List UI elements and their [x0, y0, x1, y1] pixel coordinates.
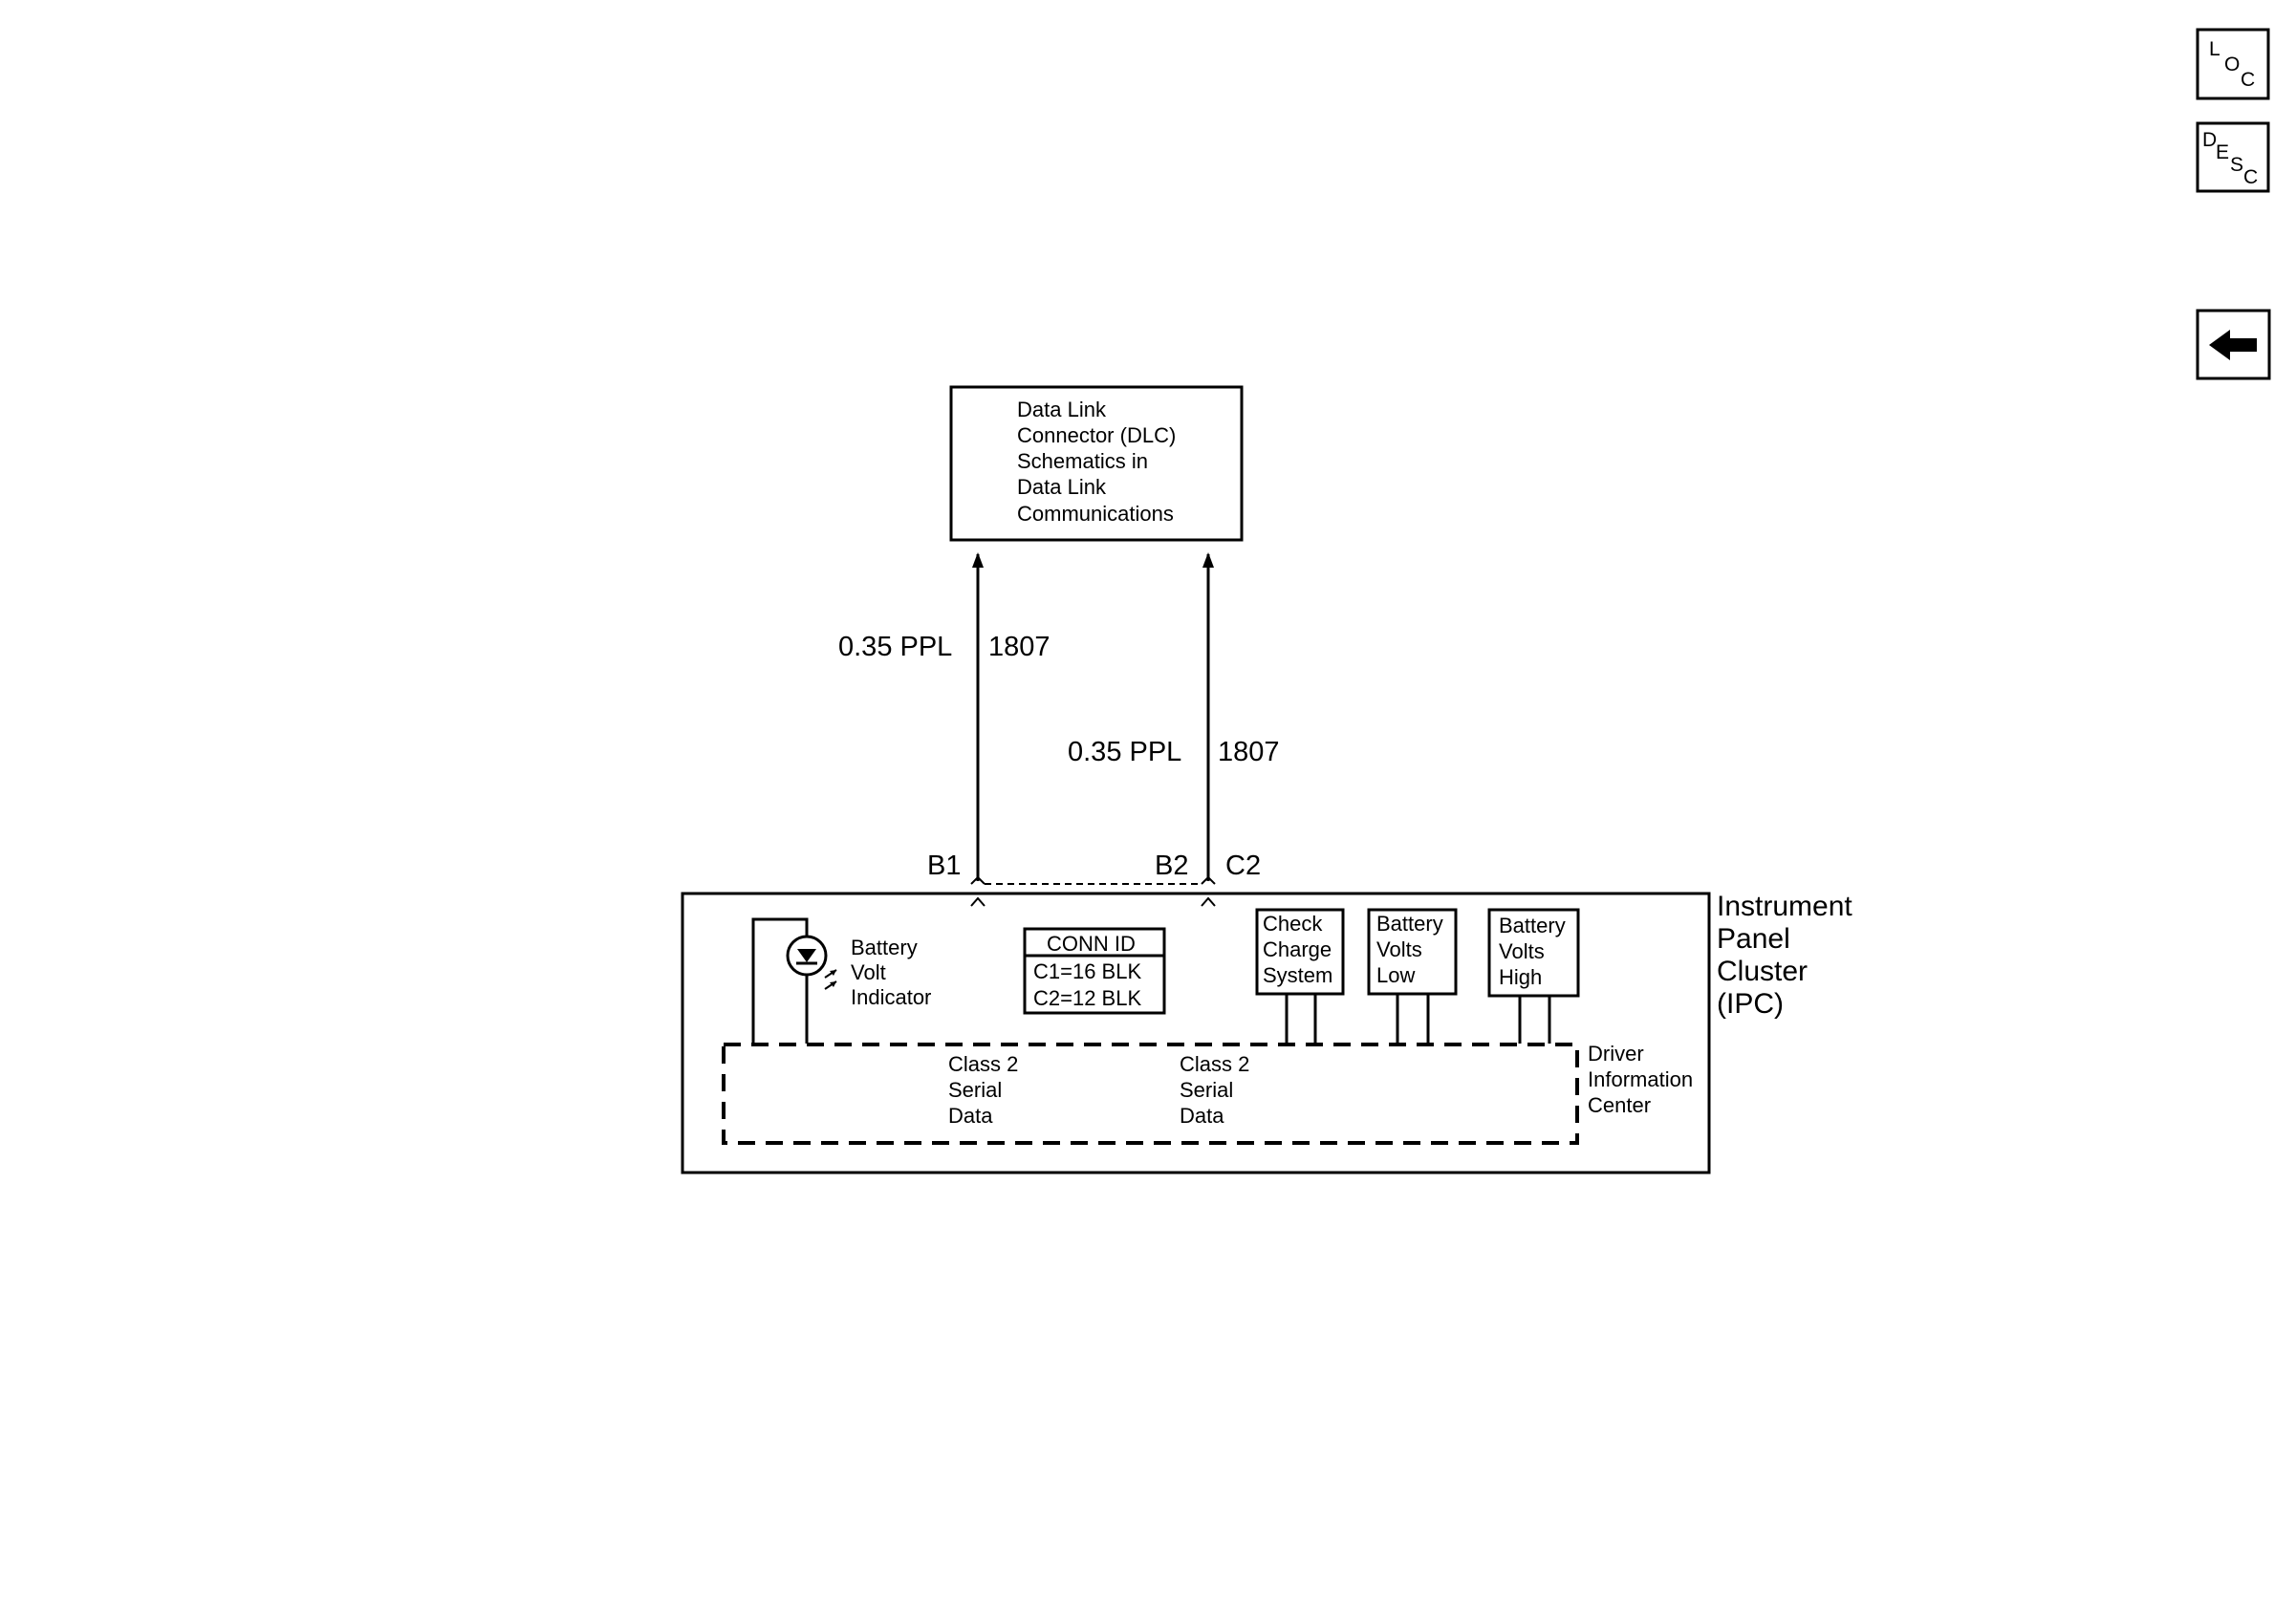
loc-letter-c: C	[2241, 69, 2255, 91]
dic-label-line-2: Information	[1588, 1067, 1693, 1091]
pin-b1-label: B1	[927, 851, 961, 881]
wire-left-gauge-color: 0.35 PPL	[838, 632, 952, 662]
battery-volt-indicator: Battery Volt Indicator	[751, 917, 931, 1044]
battery-indicator-line-1: Battery	[851, 936, 918, 959]
loc-button[interactable]: L O C	[2196, 28, 2270, 100]
ipc-label-line-2: Panel	[1717, 923, 1790, 955]
serial-left-line-3: Data	[948, 1104, 993, 1128]
check-charge-line-1: Check	[1263, 912, 1323, 936]
serial-left-line-1: Class 2	[948, 1052, 1018, 1076]
desc-letter-e: E	[2216, 141, 2229, 163]
serial-data-left: Class 2 Serial Data	[948, 1052, 1018, 1128]
serial-right-line-2: Serial	[1180, 1078, 1233, 1102]
battery-volts-low-box: Battery Volts Low	[1367, 908, 1458, 1044]
conn-id-row-2: C2=12 BLK	[1033, 986, 1141, 1010]
conn-id-box: CONN ID C1=16 BLK C2=12 BLK	[1023, 927, 1166, 1015]
check-charge-system-box: Check Charge System	[1255, 908, 1345, 1044]
dlc-line-5: Communications	[1017, 502, 1174, 526]
battery-volts-high-box: Battery Volts High	[1487, 908, 1580, 1044]
wire-right: 0.35 PPL 1807	[1068, 552, 1280, 881]
loc-letter-l: L	[2209, 38, 2220, 60]
ipc-box	[681, 892, 1711, 1174]
desc-letter-s: S	[2230, 154, 2243, 176]
check-charge-line-3: System	[1263, 963, 1332, 987]
left-arrow-icon	[2209, 330, 2257, 360]
pin-b2-label: B2	[1155, 851, 1188, 881]
conn-id-title: CONN ID	[1047, 932, 1136, 956]
battery-low-line-2: Volts	[1376, 937, 1422, 961]
connector-junction	[970, 875, 1216, 907]
ipc-label-line-1: Instrument	[1717, 891, 1852, 922]
desc-button[interactable]: D E S C	[2196, 121, 2270, 193]
ipc-label-line-3: Cluster	[1717, 956, 1808, 987]
serial-left-line-2: Serial	[948, 1078, 1002, 1102]
pin-c2-label: C2	[1225, 851, 1261, 881]
dic-label-line-3: Center	[1588, 1093, 1651, 1117]
serial-data-right: Class 2 Serial Data	[1180, 1052, 1249, 1128]
battery-indicator-line-3: Indicator	[851, 985, 931, 1009]
dlc-line-1: Data Link	[1017, 398, 1107, 421]
loc-letter-o: O	[2224, 54, 2240, 75]
ipc-label: Instrument Panel Cluster (IPC)	[1717, 891, 1852, 1020]
battery-high-line-3: High	[1499, 965, 1542, 989]
dlc-box: Data Link Connector (DLC) Schematics in …	[949, 385, 1244, 542]
battery-indicator-line-2: Volt	[851, 960, 886, 984]
back-button[interactable]	[2196, 309, 2271, 380]
wire-right-gauge-color: 0.35 PPL	[1068, 737, 1181, 767]
serial-right-line-1: Class 2	[1180, 1052, 1249, 1076]
dic-label-line-1: Driver	[1588, 1042, 1644, 1066]
driver-information-center: Driver Information Center	[722, 1042, 1693, 1145]
wire-left: 0.35 PPL 1807	[838, 552, 1051, 881]
serial-right-line-3: Data	[1180, 1104, 1224, 1128]
ipc-label-line-4: (IPC)	[1717, 988, 1784, 1020]
conn-id-row-1: C1=16 BLK	[1033, 959, 1141, 983]
battery-high-line-1: Battery	[1499, 914, 1566, 937]
dlc-line-2: Connector (DLC)	[1017, 423, 1176, 447]
wire-right-circuit: 1807	[1218, 737, 1280, 767]
dlc-line-3: Schematics in	[1017, 449, 1148, 473]
check-charge-line-2: Charge	[1263, 937, 1332, 961]
dlc-line-4: Data Link	[1017, 475, 1107, 499]
desc-letter-c: C	[2243, 166, 2258, 188]
battery-high-line-2: Volts	[1499, 939, 1545, 963]
desc-letter-d: D	[2202, 129, 2217, 151]
wire-left-circuit: 1807	[988, 632, 1051, 662]
battery-low-line-1: Battery	[1376, 912, 1443, 936]
battery-low-line-3: Low	[1376, 963, 1415, 987]
